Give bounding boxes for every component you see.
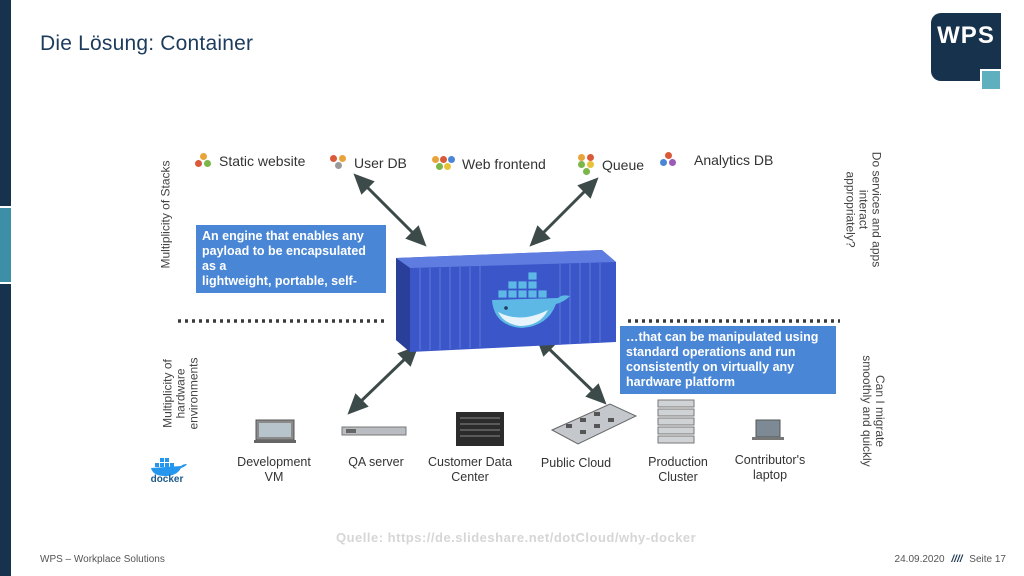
server-cabinet-icon — [456, 412, 504, 446]
label-multiplicity-hardware: Multiplicity of hardware environments — [160, 357, 201, 430]
wps-logo: WPS — [931, 13, 1002, 91]
left-bar-highlight — [0, 208, 11, 282]
arrowhead — [405, 225, 427, 247]
arrowhead — [585, 383, 607, 405]
arrowhead — [529, 225, 551, 247]
footer-company: WPS – Workplace Solutions — [40, 554, 165, 565]
footer-date: 24.09.2020 — [894, 554, 945, 565]
footer-meta: 24.09.2020 //// Seite 17 — [895, 554, 1006, 565]
stack-label: User DB — [354, 155, 407, 171]
cloud-datacenter-icon — [550, 403, 638, 445]
docker-whale-icon — [151, 458, 187, 476]
docker-logo: docker — [147, 456, 187, 486]
hardware-contributor-laptop: Contributor's laptop — [734, 453, 806, 482]
arrow-container-cloud — [542, 342, 600, 398]
label-services-interact: Do services and apps interact appropriat… — [843, 151, 884, 268]
source-citation: Quelle: https://de.slideshare.net/dotClo… — [336, 530, 697, 545]
arrowhead — [347, 393, 369, 415]
arrowhead — [353, 173, 375, 195]
hardware-customer-data-center: Customer Data Center — [427, 455, 513, 484]
hardware-dev-vm: Development VM — [237, 455, 311, 484]
stack-dots-icon — [660, 152, 678, 168]
rack-server-icon — [341, 426, 407, 436]
hardware-qa-server: QA server — [348, 455, 404, 469]
stack-dots-icon — [330, 155, 348, 171]
shipping-container-icon — [396, 250, 616, 352]
docker-wordmark: docker — [150, 474, 184, 485]
stack-static-website: Static website — [195, 153, 305, 169]
stack-label: Web frontend — [462, 156, 546, 172]
left-bar-tick — [0, 282, 11, 284]
stack-label: Analytics DB — [694, 152, 774, 168]
arrow-queue-container — [536, 184, 592, 240]
left-accent-bar — [0, 0, 11, 576]
stack-analytics-db: Analytics DB — [660, 152, 773, 168]
wps-logo-text: WPS — [937, 22, 995, 49]
arrowhead — [577, 177, 599, 199]
arrowhead — [397, 345, 419, 367]
hardware-public-cloud: Public Cloud — [540, 456, 612, 470]
monitor-icon — [254, 419, 296, 443]
stack-dots-icon — [578, 154, 596, 176]
label-multiplicity-stacks: Multiplicity of Stacks — [158, 160, 173, 269]
server-stack-icon — [657, 399, 695, 444]
hardware-production-cluster: Production Cluster — [648, 455, 708, 484]
slide-title: Die Lösung: Container — [40, 32, 254, 55]
left-bar-tick — [0, 206, 11, 208]
footer-separator: //// — [951, 554, 963, 565]
stack-queue: Queue — [578, 154, 644, 176]
stack-dots-icon — [432, 156, 456, 172]
footer-page-number: Seite 17 — [969, 554, 1006, 565]
label-migrate: Can I migrate smoothly and quickly — [860, 355, 887, 467]
arrow-userdb-container — [360, 180, 420, 240]
stack-user-db: User DB — [330, 155, 407, 171]
info-box-engine: An engine that enables any payload to be… — [196, 225, 386, 293]
stack-label: Static website — [219, 153, 306, 169]
stack-label: Queue — [602, 157, 645, 173]
stack-dots-icon — [195, 153, 213, 169]
laptop-icon — [752, 419, 784, 440]
info-box-manipulate: …that can be manipulated using standard … — [620, 326, 836, 394]
arrow-container-qa — [354, 352, 412, 408]
stack-web-frontend: Web frontend — [432, 156, 546, 172]
